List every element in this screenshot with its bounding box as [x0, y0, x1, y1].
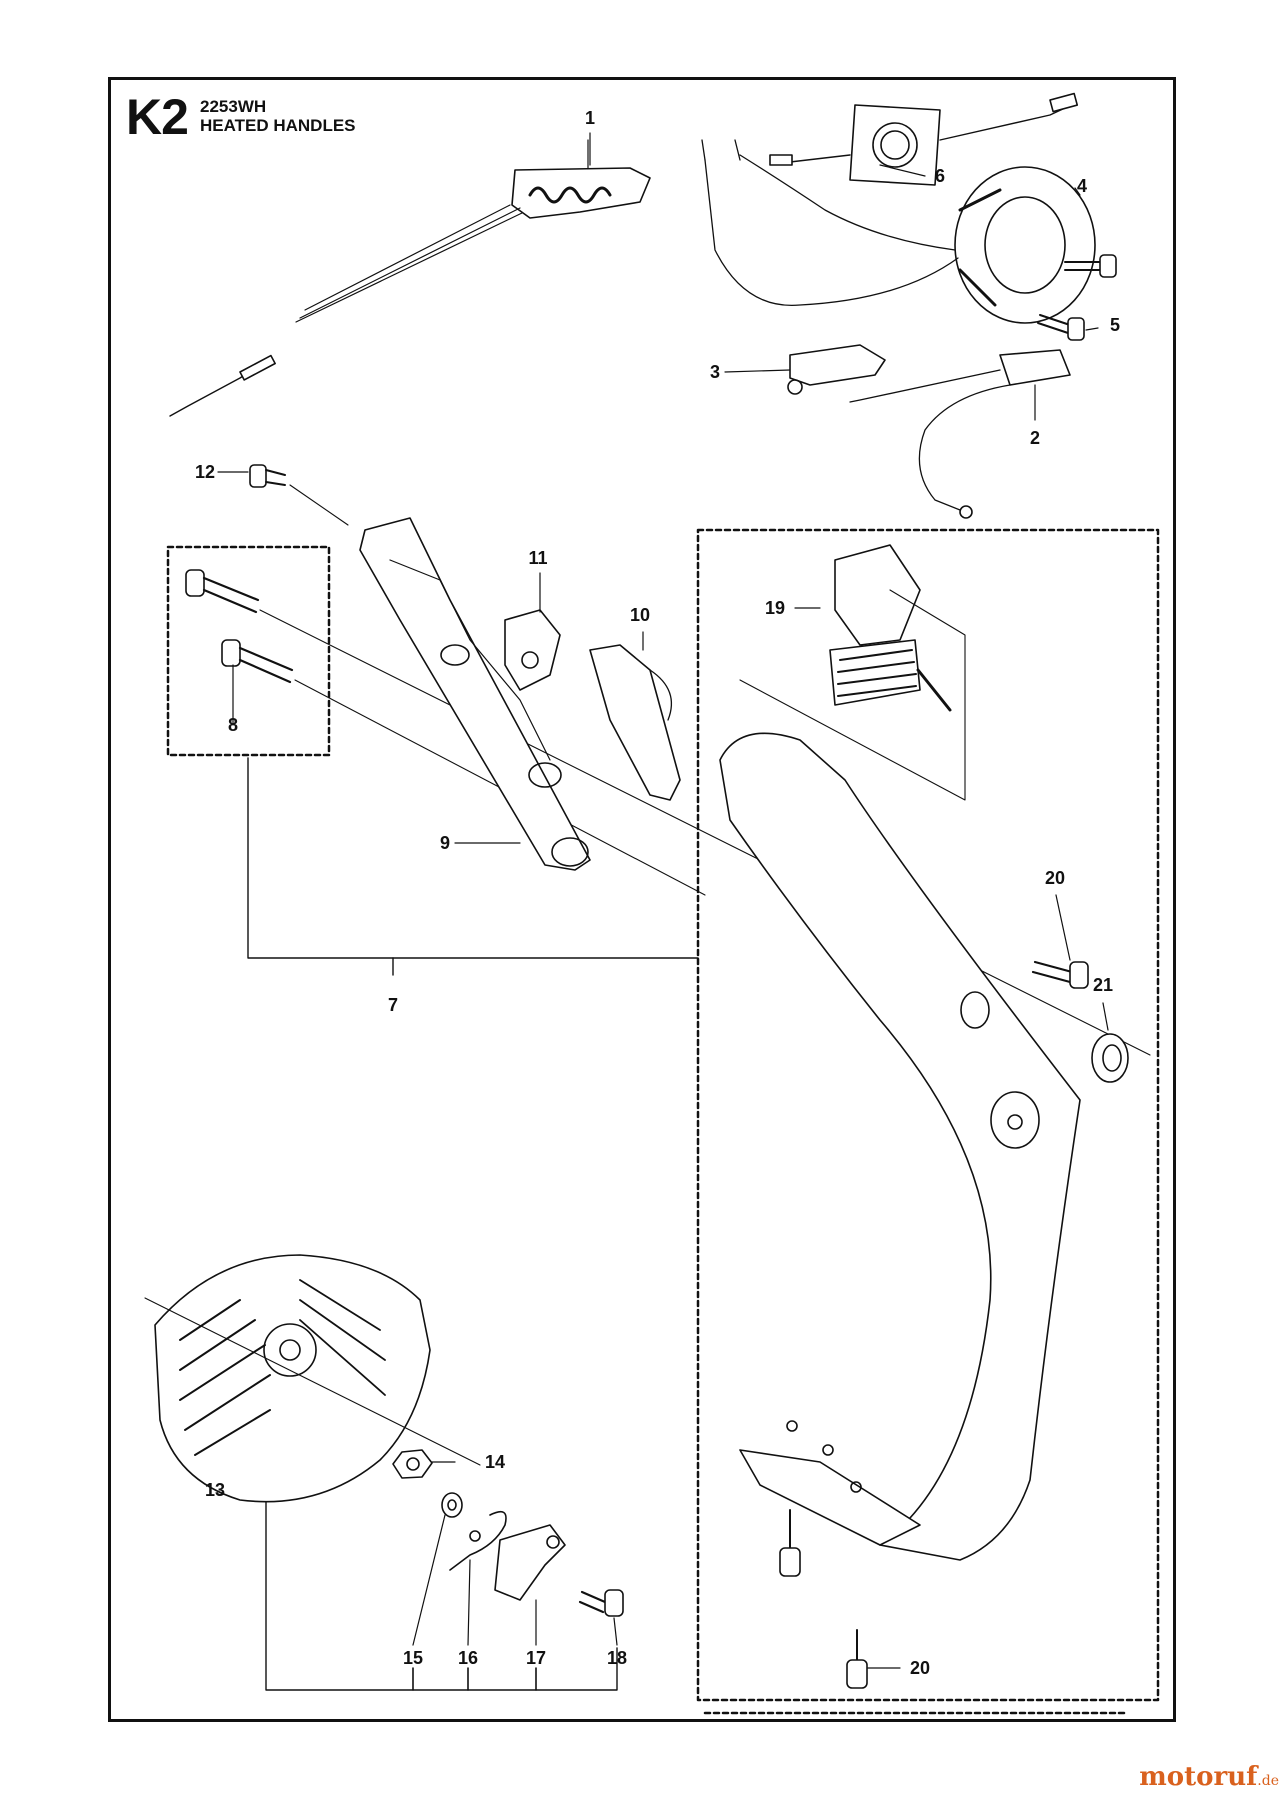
part-5-screws — [1037, 254, 1117, 341]
part-10-trigger — [589, 644, 681, 801]
part-19-damper — [739, 544, 966, 801]
part-21-grommet — [1091, 1033, 1129, 1083]
callout-13: 13 — [204, 1480, 226, 1500]
group-box-8 — [166, 545, 331, 757]
callout-11: 11 — [528, 548, 548, 568]
part-8-bolts — [185, 569, 1151, 1056]
part-20-screws — [779, 960, 1089, 1689]
bracket-7 — [247, 757, 699, 959]
callout-8: 8 — [227, 715, 239, 735]
callout-10: 10 — [629, 605, 651, 625]
callout-9: 9 — [439, 833, 451, 853]
callout-21: 21 — [1092, 975, 1114, 995]
callout-6: 6 — [934, 166, 946, 186]
part-6-gasket-plate — [769, 92, 1079, 186]
part-17-pawl — [494, 1524, 566, 1601]
callout-7: 7 — [387, 995, 399, 1015]
diagram-frame — [108, 77, 1176, 1722]
callout-14: 14 — [484, 1452, 506, 1472]
callout-20-lower: 20 — [909, 1658, 931, 1678]
part-2-connector — [849, 349, 1071, 519]
front-handle-bar — [719, 732, 1081, 1561]
part-18-screw — [578, 1589, 624, 1617]
callout-18: 18 — [606, 1648, 628, 1668]
part-14-nut — [392, 1449, 433, 1479]
part-16-spring — [449, 1510, 507, 1571]
part-9-handle-bracket — [359, 517, 591, 871]
callout-5: 5 — [1109, 315, 1121, 335]
watermark-name: motoruf — [1139, 1762, 1258, 1792]
part-1-heating-element — [169, 139, 651, 417]
part-4-ring — [701, 139, 1096, 324]
part-12-screw — [249, 464, 349, 526]
callout-leaders — [217, 132, 1109, 1669]
part-11-knob — [504, 609, 561, 691]
watermark-tld: .de — [1257, 1773, 1279, 1789]
model-number: 2253WH — [200, 97, 267, 116]
bracket-13-18 — [265, 1477, 618, 1691]
part-13-flywheel — [144, 1254, 481, 1503]
callout-4: 4 — [1076, 176, 1088, 196]
callout-1: 1 — [584, 108, 596, 128]
watermark-logo: motoruf.de — [1139, 1762, 1279, 1792]
part-3-clip — [787, 344, 886, 395]
part-15-washer — [441, 1492, 463, 1518]
callout-20-upper: 20 — [1044, 868, 1066, 888]
callout-17: 17 — [525, 1648, 547, 1668]
callout-2: 2 — [1029, 428, 1041, 448]
callout-19: 19 — [764, 598, 786, 618]
callout-12: 12 — [194, 462, 216, 482]
callout-3: 3 — [709, 362, 721, 382]
group-box-20 — [696, 528, 1160, 1702]
callout-15: 15 — [402, 1648, 424, 1668]
diagram-code: K2 — [126, 89, 189, 145]
callout-16: 16 — [457, 1648, 479, 1668]
diagram-title: HEATED HANDLES — [200, 116, 356, 135]
